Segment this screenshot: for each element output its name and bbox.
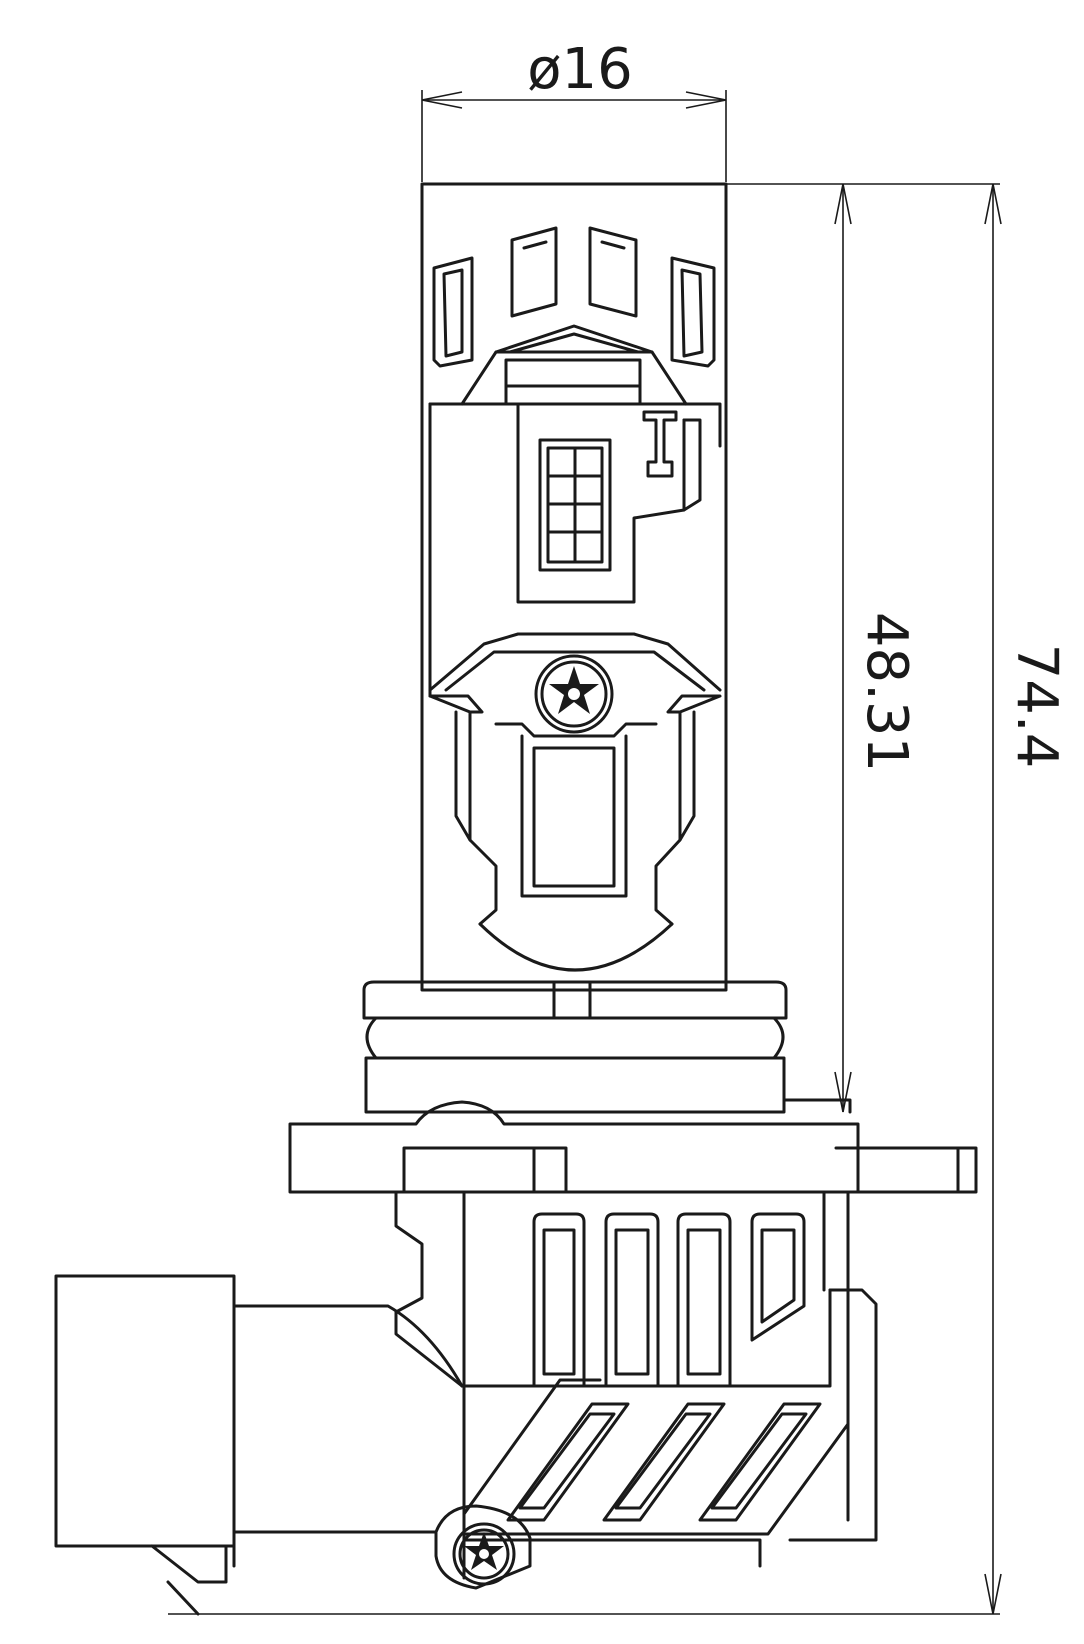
led-chip-holder	[428, 324, 722, 698]
body-height-dimension: 48.31	[726, 183, 1000, 1113]
torx-screw-top	[534, 654, 614, 734]
diameter-dimension: ø16	[421, 37, 727, 182]
mounting-flange	[288, 1100, 978, 1194]
base-rings	[362, 980, 852, 1114]
power-connector	[54, 1274, 464, 1616]
top-vent-slots	[432, 226, 716, 368]
total-height-label: 74.4	[1004, 644, 1069, 769]
fin-slots	[532, 1212, 806, 1388]
heatsink-grille	[462, 1378, 850, 1568]
shoulder-section	[428, 632, 722, 714]
socket-block	[454, 710, 696, 972]
total-height-dimension: 74.4	[168, 183, 1069, 1615]
torx-screw-bottom	[434, 1504, 532, 1590]
driver-housing	[394, 1190, 878, 1580]
led-head-body	[420, 182, 728, 992]
body-height-label: 48.31	[854, 612, 919, 772]
diameter-label: ø16	[527, 37, 633, 102]
